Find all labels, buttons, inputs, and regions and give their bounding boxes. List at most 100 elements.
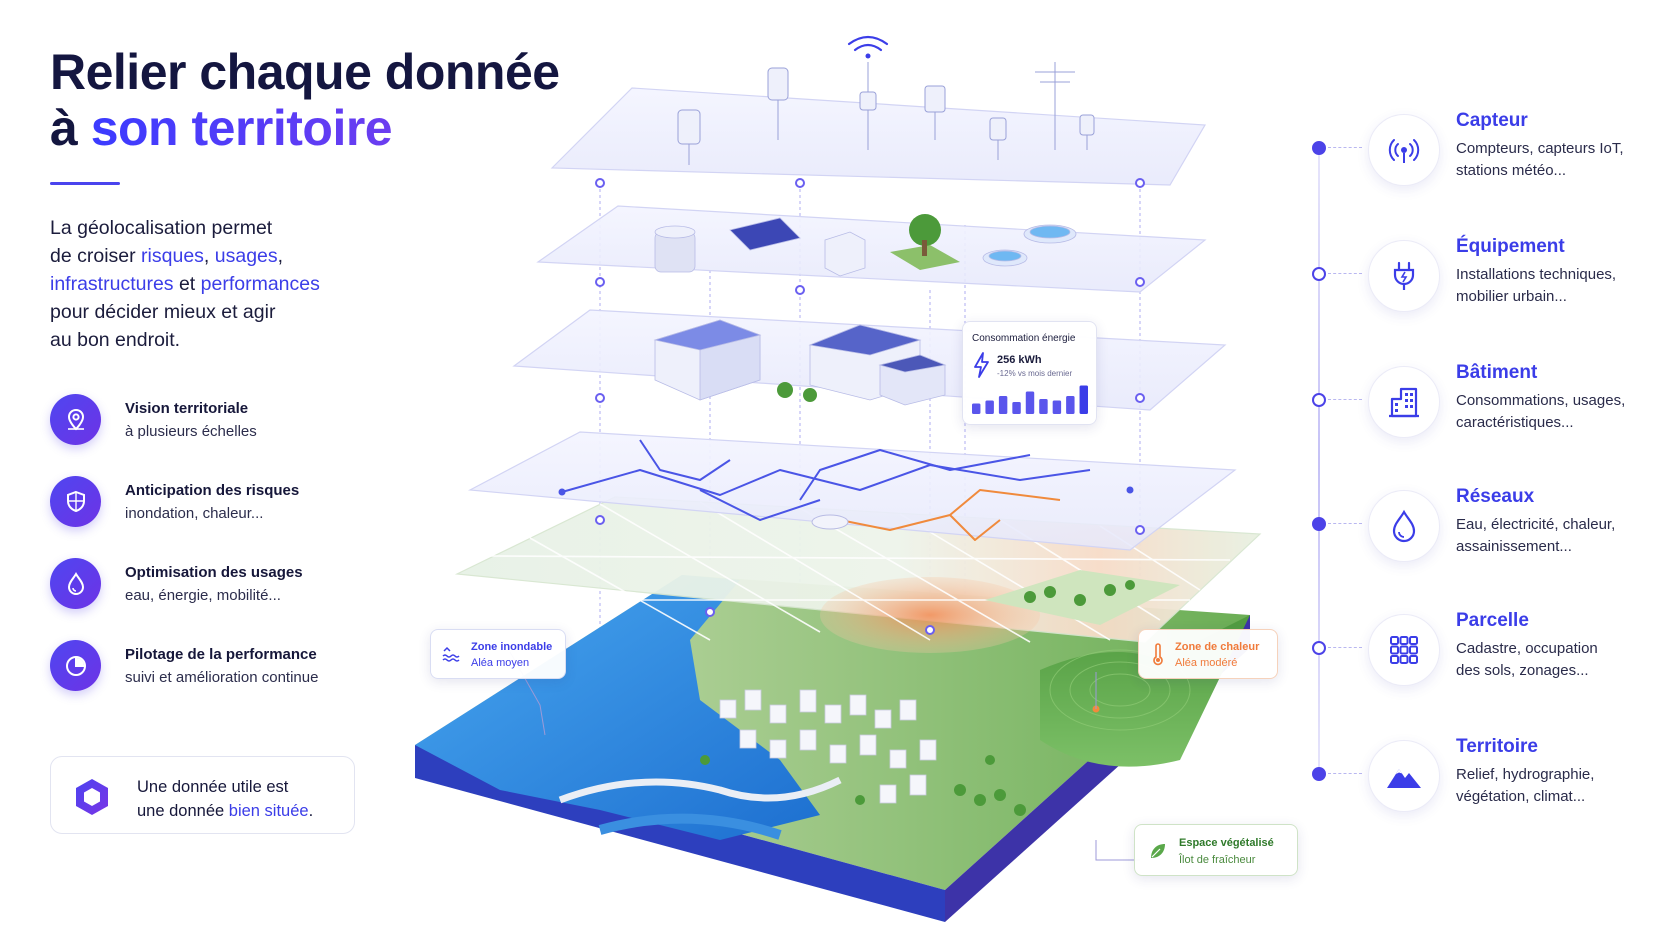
layer-title: Capteur <box>1456 110 1528 131</box>
waves-icon <box>442 646 460 662</box>
key-message-line-1: Une donnée utile est <box>137 778 289 796</box>
building-layer <box>512 309 1227 411</box>
page-title: Relier chaque donnée à son territoire <box>50 44 560 156</box>
thermometer-icon <box>1153 643 1163 666</box>
timeline-dot <box>1312 267 1326 281</box>
energy-bar <box>1079 385 1088 414</box>
equipment-layer <box>536 205 1207 293</box>
feature-title: Pilotage de la performance <box>125 646 317 663</box>
hexagon-icon <box>76 779 108 815</box>
energy-delta: -12% vs mois dernier <box>997 369 1073 378</box>
drop-icon <box>1368 490 1440 562</box>
energy-title: Consommation énergie <box>972 333 1076 344</box>
lightning-icon <box>974 352 989 378</box>
timeline-connector <box>1328 147 1362 148</box>
green-space-subtitle: Îlot de fraîcheur <box>1179 854 1256 866</box>
mountain-icon <box>1368 740 1440 812</box>
layer-description: Compteurs, capteurs IoT, stations météo..… <box>1456 138 1656 182</box>
layer-description-line-2: végétation, climat... <box>1456 788 1586 805</box>
green-space-card: Espace végétalisé Îlot de fraîcheur <box>1134 824 1298 876</box>
layer-description-line-1: Relief, hydrographie, <box>1456 766 1595 783</box>
layer-title: Territoire <box>1456 736 1539 757</box>
layer-description-line-2: assainissement... <box>1456 538 1572 555</box>
location-pin-icon <box>50 394 101 445</box>
feature-performance: Pilotage de la performance suivi et amél… <box>50 640 380 700</box>
timeline-connector <box>1328 523 1362 524</box>
shield-icon <box>50 476 101 527</box>
energy-bar <box>1039 399 1048 414</box>
heat-zone-subtitle: Aléa modéré <box>1175 657 1238 669</box>
title-divider <box>50 182 120 185</box>
layer-item-capteur: Capteur Compteurs, capteurs IoT, stations… <box>1306 108 1666 198</box>
feature-title: Optimisation des usages <box>125 564 303 581</box>
feature-title: Vision territoriale <box>125 400 249 417</box>
flood-zone-subtitle: Aléa moyen <box>471 657 530 669</box>
grid-icon <box>1368 614 1440 686</box>
key-message-accent: bien située <box>228 802 309 820</box>
timeline-dot <box>1312 767 1326 781</box>
timeline-dot <box>1312 141 1326 155</box>
layer-description-line-1: Installations techniques, <box>1456 266 1617 283</box>
layer-title: Équipement <box>1456 236 1565 257</box>
energy-bar <box>1012 402 1021 414</box>
wifi-icon <box>847 35 889 52</box>
layer-description: Installations techniques,mobilier urbain… <box>1456 264 1656 308</box>
intro-line-5: au bon endroit. <box>50 329 181 351</box>
timeline-dot <box>1312 517 1326 531</box>
key-message-card: Une donnée utile est une donnée bien sit… <box>50 756 355 834</box>
terrain-layer <box>415 575 1250 922</box>
intro-and: et <box>173 273 201 295</box>
drop-icon <box>50 558 101 609</box>
intro-paragraph: La géolocalisation permet de croiser ris… <box>50 214 380 354</box>
layer-description: Consommations, usages,caractéristiques..… <box>1456 390 1656 434</box>
key-message-text: Une donnée utile est une donnée bien sit… <box>137 775 313 823</box>
intro-keyword-performances: performances <box>200 273 320 295</box>
energy-bar <box>998 396 1008 414</box>
feature-vision: Vision territoriale à plusieurs échelles <box>50 394 380 454</box>
leaf-icon <box>1151 844 1165 858</box>
layer-description: Eau, électricité, chaleur,assainissement… <box>1456 514 1656 558</box>
layer-description: Relief, hydrographie, végétation, climat.… <box>1456 764 1656 808</box>
layer-item-equipement: Équipement Installations techniques,mobi… <box>1306 234 1666 324</box>
sensor-layer <box>550 35 1207 186</box>
intro-keyword-risques: risques <box>141 245 204 267</box>
layer-title: Parcelle <box>1456 610 1529 631</box>
intro-comma-2: , <box>277 245 284 267</box>
flood-zone-title: Zone inondable <box>471 641 553 653</box>
feature-subtitle: à plusieurs échelles <box>125 423 257 440</box>
layer-item-territoire: Territoire Relief, hydrographie, végétati… <box>1306 734 1666 824</box>
layer-description-line-1: Cadastre, occupation <box>1456 640 1598 657</box>
layer-item-parcelle: Parcelle Cadastre, occupation des sols, z… <box>1306 608 1666 698</box>
intro-line-2-prefix: de croiser <box>50 245 142 267</box>
layer-item-reseaux: Réseaux Eau, électricité, chaleur,assain… <box>1306 484 1666 574</box>
layer-description: Cadastre, occupation des sols, zonages... <box>1456 638 1656 682</box>
intro-keyword-usages: usages <box>214 245 278 267</box>
building-icon <box>1368 366 1440 438</box>
layer-description-line-2: stations météo... <box>1456 162 1567 179</box>
timeline-connector <box>1328 773 1362 774</box>
key-message-suffix: . <box>308 802 314 820</box>
intro-line-4: pour décider mieux et agir <box>50 301 276 323</box>
intro-line-1: La géolocalisation permet <box>50 217 273 239</box>
antenna-icon <box>1368 114 1440 186</box>
feature-subtitle: suivi et amélioration continue <box>125 669 319 686</box>
title-accent: son territoire <box>90 100 393 156</box>
timeline-connector <box>1328 647 1362 648</box>
energy-bar <box>985 400 994 414</box>
title-line-2-prefix: à <box>50 100 91 156</box>
timeline-dot <box>1312 641 1326 655</box>
layer-description-line-1: Compteurs, capteurs IoT, <box>1456 140 1624 157</box>
timeline-connector <box>1328 273 1362 274</box>
flood-zone-card: Zone inondable Aléa moyen <box>430 629 566 679</box>
feature-risques: Anticipation des risques inondation, cha… <box>50 476 380 536</box>
energy-value: 256 kWh <box>997 354 1042 366</box>
heat-zone-title: Zone de chaleur <box>1175 641 1260 653</box>
layer-timeline-rail <box>1318 148 1320 778</box>
layer-description-line-2: caractéristiques... <box>1456 414 1574 431</box>
layer-description-line-2: des sols, zonages... <box>1456 662 1589 679</box>
network-layer <box>467 431 1237 551</box>
heat-zone-card: Zone de chaleur Aléa modéré <box>1138 629 1278 679</box>
energy-bar <box>1052 400 1062 414</box>
energy-bar <box>1025 391 1035 414</box>
intro-comma-1: , <box>203 245 215 267</box>
